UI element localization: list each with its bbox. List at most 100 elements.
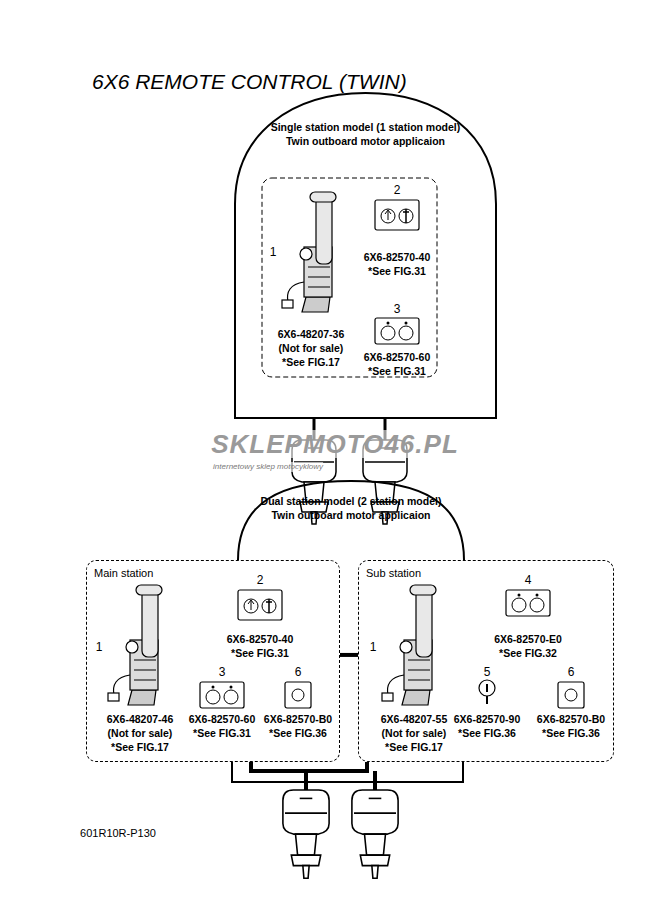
button-symbol bbox=[381, 326, 395, 340]
part-number: *See FIG.17 bbox=[282, 355, 340, 369]
part-number: 6X6-82570-E0 bbox=[494, 632, 562, 646]
drawing-code: 601R10R-P130 bbox=[80, 826, 156, 840]
motor-part bbox=[303, 866, 309, 879]
part-number: (Not for sale) bbox=[279, 341, 344, 355]
control-part bbox=[382, 693, 393, 701]
control-part bbox=[108, 693, 119, 701]
switch-panel bbox=[200, 682, 244, 708]
control-part bbox=[134, 660, 156, 680]
switch-panel bbox=[375, 318, 419, 344]
control-part bbox=[302, 297, 330, 312]
control-part bbox=[136, 585, 162, 595]
control-part bbox=[114, 675, 130, 695]
key-slot bbox=[486, 684, 488, 692]
callout-number: 4 bbox=[525, 573, 532, 587]
station-heading: Main station bbox=[94, 566, 153, 580]
callout-number: 1 bbox=[96, 640, 103, 654]
part-number: 6X6-48207-46 bbox=[107, 712, 174, 726]
motor-part bbox=[365, 834, 386, 855]
indicator-dot bbox=[212, 686, 215, 689]
outboard-motor bbox=[283, 790, 329, 878]
button-symbol bbox=[565, 689, 577, 701]
callout-number: 1 bbox=[270, 245, 277, 259]
panel-outline bbox=[375, 200, 419, 230]
remote-control-box bbox=[108, 585, 162, 705]
indicator-dot bbox=[387, 322, 390, 325]
part-number: 6X6-82570-40 bbox=[364, 250, 431, 264]
indicator-dot bbox=[230, 686, 233, 689]
part-number: 6X6-82570-60 bbox=[189, 712, 256, 726]
button-symbol bbox=[512, 598, 526, 612]
dashed-group bbox=[262, 178, 437, 377]
model-heading: Single station model (1 station model) T… bbox=[261, 120, 471, 148]
arrow-symbol bbox=[248, 600, 254, 610]
arch-line bbox=[238, 481, 464, 560]
motor-part bbox=[285, 812, 327, 814]
control-part bbox=[400, 641, 412, 653]
motor-part bbox=[291, 855, 320, 866]
motor-part bbox=[369, 798, 382, 800]
part-number: *See FIG.36 bbox=[458, 726, 516, 740]
callout-number: 3 bbox=[394, 302, 401, 316]
button-symbol bbox=[206, 690, 220, 704]
key-symbol bbox=[403, 209, 409, 223]
motor-part bbox=[300, 798, 313, 800]
part-number: 6X6-48207-55 bbox=[381, 712, 448, 726]
motor-part bbox=[360, 855, 389, 866]
motor-part bbox=[372, 866, 378, 879]
part-number: *See FIG.31 bbox=[231, 646, 289, 660]
switch-cable bbox=[486, 696, 488, 704]
control-part bbox=[128, 690, 156, 705]
motor-part bbox=[352, 790, 398, 834]
panel-outline bbox=[238, 590, 282, 620]
control-part bbox=[416, 589, 432, 657]
model-arch: Dual station model (2 station model) Twi… bbox=[237, 480, 465, 560]
switch-panel bbox=[375, 200, 419, 230]
choke-symbol bbox=[381, 209, 395, 223]
control-part bbox=[308, 267, 330, 287]
watermark-tagline: internetowy sklep motocyklowy bbox=[213, 462, 323, 472]
cable-line bbox=[304, 771, 308, 790]
station-heading: Sub station bbox=[366, 566, 421, 580]
model-heading: Dual station model (2 station model) Twi… bbox=[251, 494, 451, 522]
switch-panel bbox=[558, 682, 584, 708]
callout-number: 6 bbox=[295, 665, 302, 679]
switch-panel bbox=[285, 682, 311, 708]
control-part bbox=[300, 248, 312, 260]
control-part bbox=[126, 641, 138, 653]
control-part bbox=[310, 192, 336, 202]
station-link bbox=[340, 653, 358, 657]
panel-outline bbox=[558, 682, 584, 708]
control-part bbox=[282, 300, 293, 308]
arch-line bbox=[235, 93, 496, 418]
part-number: 6X6-82570-40 bbox=[227, 632, 294, 646]
part-number: *See FIG.36 bbox=[542, 726, 600, 740]
panel-outline bbox=[506, 590, 550, 616]
indicator-dot bbox=[518, 594, 521, 597]
key-symbol bbox=[262, 599, 276, 613]
callout-number: 5 bbox=[484, 665, 491, 679]
callout-number: 6 bbox=[568, 665, 575, 679]
button-symbol bbox=[292, 689, 304, 701]
part-number: 6X6-82570-B0 bbox=[264, 712, 332, 726]
choke-symbol bbox=[244, 599, 258, 613]
part-number: 6X6-48207-36 bbox=[278, 327, 345, 341]
key-switch bbox=[479, 680, 495, 704]
remote-control-box bbox=[282, 192, 336, 312]
part-number: 6X6-82570-B0 bbox=[537, 712, 605, 726]
part-number: (Not for sale) bbox=[382, 726, 447, 740]
part-number: *See FIG.31 bbox=[193, 726, 251, 740]
switch-panel bbox=[506, 590, 550, 616]
control-part bbox=[288, 282, 304, 302]
part-number: 6X6-82570-60 bbox=[364, 350, 431, 364]
indicator-dot bbox=[405, 322, 408, 325]
outboard-motor bbox=[352, 790, 398, 878]
watermark: SKLEPMOTO46.PL bbox=[208, 430, 462, 458]
control-part bbox=[402, 690, 430, 705]
button-symbol bbox=[399, 326, 413, 340]
part-number: (Not for sale) bbox=[108, 726, 173, 740]
part-number: *See FIG.17 bbox=[111, 740, 169, 754]
part-number: *See FIG.32 bbox=[499, 646, 557, 660]
cable-line bbox=[373, 771, 377, 790]
control-part bbox=[410, 585, 436, 595]
